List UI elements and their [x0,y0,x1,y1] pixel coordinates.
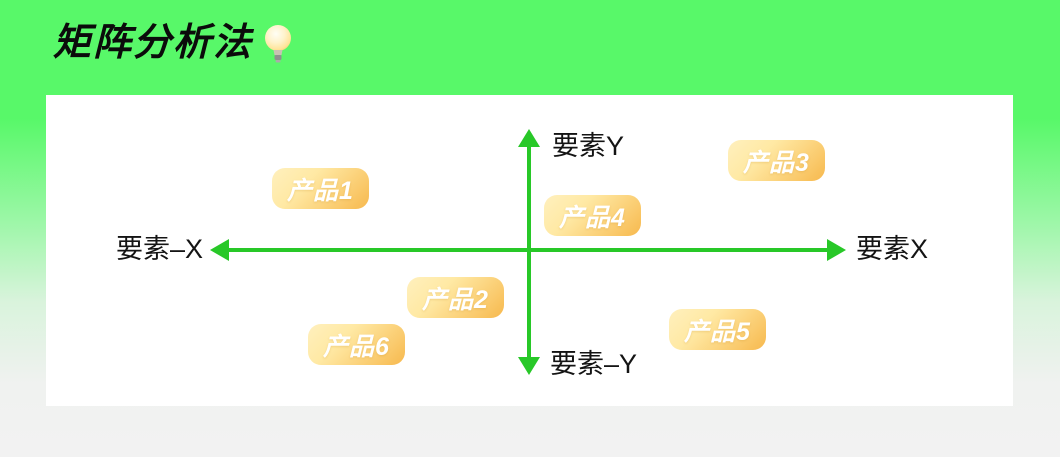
product-badge-label: 产品6 [323,332,390,361]
product-badge-label: 产品5 [684,317,751,346]
title-row: 矩阵分析法 [53,20,293,66]
x-negative-axis-label: 要素–X [116,234,204,264]
x-positive-arrow-icon [827,239,846,261]
product-badge-label: 产品1 [287,176,354,205]
y-negative-arrow-icon [518,357,540,375]
product-badge-label: 产品4 [559,203,626,232]
product-badge: 产品1 [272,168,369,209]
y-negative-axis-label: 要素–Y [550,349,638,379]
product-badge-label: 产品3 [743,148,810,177]
product-badge: 产品4 [544,195,641,236]
y-positive-axis-label: 要素Y [552,131,625,161]
y-axis-line [527,144,531,359]
product-badge: 产品5 [669,309,766,350]
product-badge-label: 产品2 [422,285,489,314]
page-title: 矩阵分析法 [53,22,254,64]
product-badge: 产品6 [308,324,405,365]
lightbulb-icon [265,25,292,63]
x-negative-arrow-icon [210,239,229,261]
x-positive-axis-label: 要素X [856,234,929,264]
product-badge: 产品2 [407,277,504,318]
y-positive-arrow-icon [518,129,540,147]
product-badge: 产品3 [728,140,825,181]
